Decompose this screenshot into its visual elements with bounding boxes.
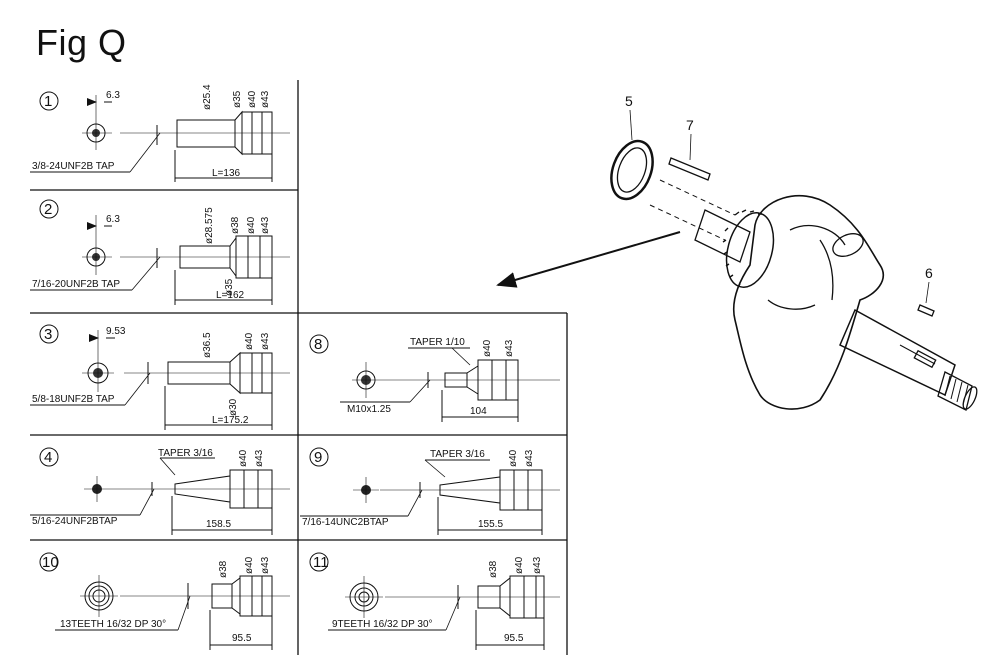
callout-7: 7	[686, 117, 694, 133]
svg-text:ø40: ø40	[508, 449, 519, 467]
svg-text:ø25.4: ø25.4	[202, 84, 213, 110]
svg-text:8: 8	[314, 336, 322, 353]
svg-text:7/16-14UNC2BTAP: 7/16-14UNC2BTAP	[302, 517, 389, 528]
svg-text:TAPER 3/16: TAPER 3/16	[158, 448, 213, 459]
svg-text:TAPER 3/16: TAPER 3/16	[430, 449, 485, 460]
figure-title: Fig Q	[36, 22, 127, 63]
cell-4: 4 TAPER 3/16 5/16-24UNF2BTAP 158.5 ø40 ø…	[30, 447, 290, 535]
crankshaft-illustration	[610, 139, 978, 411]
svg-text:158.5: 158.5	[206, 519, 231, 530]
svg-text:95.5: 95.5	[504, 633, 524, 644]
cell-number: 1	[44, 93, 52, 110]
svg-text:ø43: ø43	[254, 449, 265, 467]
svg-text:5/8-18UNF2B TAP: 5/8-18UNF2B TAP	[32, 394, 115, 405]
svg-text:3/8-24UNF2B TAP: 3/8-24UNF2B TAP	[32, 161, 115, 172]
pointer-arrow	[496, 231, 681, 288]
svg-text:9.53: 9.53	[106, 326, 126, 337]
cell-3: 3 9.53 5/8-18UNF2B TAP L=175.2 ø36.5 ø40…	[30, 324, 290, 430]
svg-text:95.5: 95.5	[232, 633, 252, 644]
svg-text:L=136: L=136	[212, 168, 241, 179]
svg-text:4: 4	[44, 449, 52, 466]
svg-text:M10x1.25: M10x1.25	[347, 404, 391, 415]
svg-text:ø43: ø43	[260, 90, 271, 108]
svg-text:13TEETH 16/32 DP 30°: 13TEETH 16/32 DP 30°	[60, 619, 166, 630]
svg-text:10: 10	[42, 554, 59, 571]
svg-text:ø38: ø38	[488, 560, 499, 578]
svg-text:ø40: ø40	[238, 449, 249, 467]
svg-text:ø40: ø40	[244, 556, 255, 574]
svg-text:L=162: L=162	[216, 290, 245, 301]
svg-text:ø43: ø43	[504, 339, 515, 357]
svg-text:ø40: ø40	[482, 339, 493, 357]
svg-text:ø38: ø38	[218, 560, 229, 578]
svg-text:155.5: 155.5	[478, 519, 503, 530]
svg-text:ø35: ø35	[232, 90, 243, 108]
svg-text:104: 104	[470, 406, 487, 417]
cell-1: 1 6.3 3/8-24UNF2B TAP L=136 ø25.4 ø35 ø4…	[30, 84, 290, 182]
svg-text:ø28.575: ø28.575	[204, 207, 215, 244]
cell-8: 8 TAPER 1/10 M10x1.25 104 ø40 ø43	[309, 334, 560, 422]
svg-text:ø40: ø40	[247, 90, 258, 108]
svg-text:ø30: ø30	[228, 398, 239, 416]
svg-text:ø40: ø40	[246, 216, 257, 234]
svg-text:11: 11	[313, 554, 329, 571]
cell-9: 9 TAPER 3/16 7/16-14UNC2BTAP 155.5 ø40 ø…	[300, 447, 560, 535]
svg-text:ø43: ø43	[524, 449, 535, 467]
svg-text:ø40: ø40	[514, 556, 525, 574]
svg-text:2: 2	[44, 201, 52, 218]
svg-text:L=175.2: L=175.2	[212, 415, 249, 426]
svg-text:5/16-24UNF2BTAP: 5/16-24UNF2BTAP	[32, 516, 118, 527]
callout-5: 5	[625, 93, 633, 109]
svg-text:7/16-20UNF2B TAP: 7/16-20UNF2B TAP	[32, 279, 120, 290]
cell-10: 10 13TEETH 16/32 DP 30° 95.5 ø38 ø40 ø43	[39, 552, 290, 650]
svg-text:ø43: ø43	[260, 556, 271, 574]
svg-text:ø43: ø43	[260, 216, 271, 234]
callout-6: 6	[925, 265, 933, 281]
grid-lines	[30, 80, 568, 655]
svg-text:6.3: 6.3	[106, 214, 120, 225]
svg-text:ø40: ø40	[244, 332, 255, 350]
svg-text:3: 3	[44, 326, 52, 343]
svg-text:9TEETH 16/32 DP 30°: 9TEETH 16/32 DP 30°	[332, 619, 433, 630]
svg-text:ø38: ø38	[230, 216, 241, 234]
svg-text:6.3: 6.3	[106, 90, 120, 101]
svg-text:TAPER 1/10: TAPER 1/10	[410, 337, 465, 348]
svg-text:ø36.5: ø36.5	[202, 332, 213, 358]
svg-text:ø43: ø43	[532, 556, 543, 574]
svg-text:ø35: ø35	[224, 278, 235, 296]
cell-2: 2 6.3 7/16-20UNF2B TAP L=162 ø28.575 ø38…	[30, 199, 290, 305]
svg-text:ø43: ø43	[260, 332, 271, 350]
svg-text:9: 9	[314, 449, 322, 466]
cell-11: 11 9TEETH 16/32 DP 30° 95.5 ø38 ø40 ø43	[309, 552, 560, 650]
